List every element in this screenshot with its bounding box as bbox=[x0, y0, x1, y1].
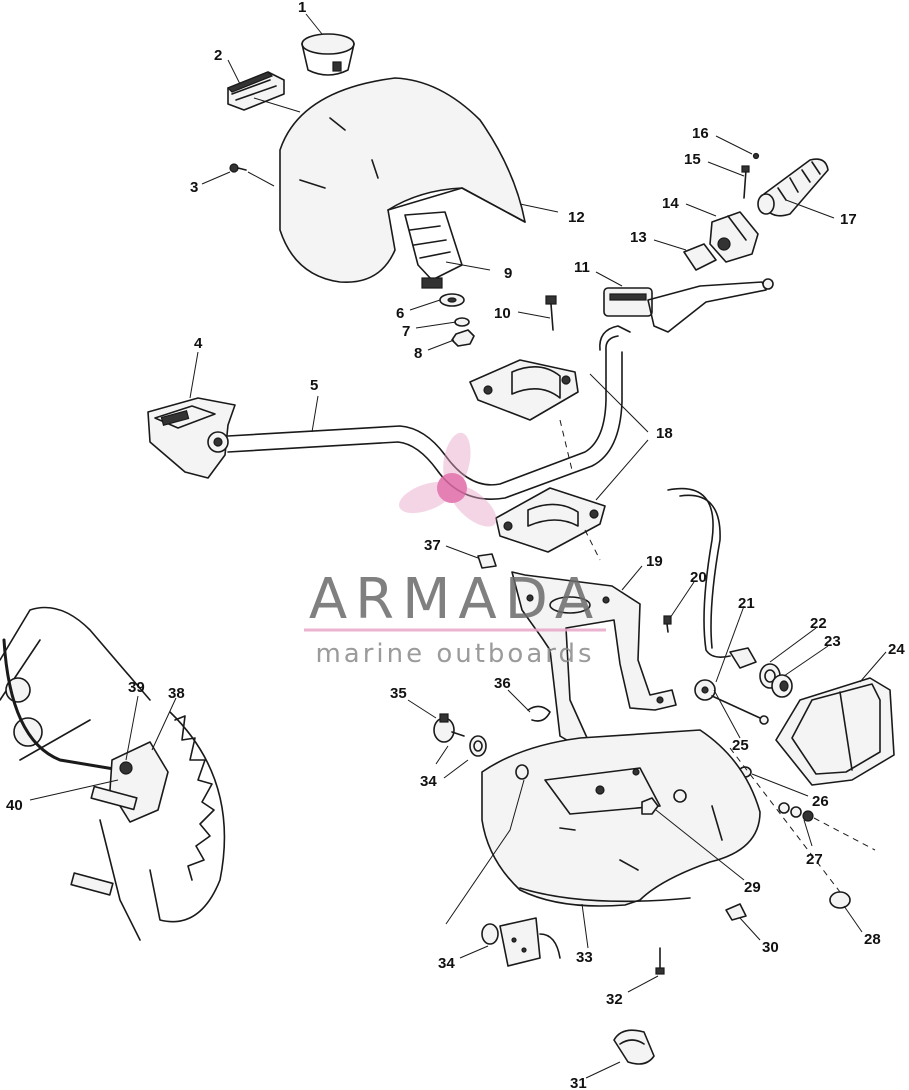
callout-27: 27 bbox=[806, 851, 823, 868]
leader-lines bbox=[29, 13, 887, 1079]
callout-21: 21 bbox=[738, 595, 755, 612]
armada-watermark: ARMADA marine outboards bbox=[304, 432, 606, 669]
callout-12: 12 bbox=[568, 209, 585, 226]
callout-9: 9 bbox=[504, 265, 512, 282]
part-3-screw bbox=[229, 163, 247, 173]
part-13-collar bbox=[683, 243, 717, 271]
callout-13: 13 bbox=[630, 229, 647, 246]
callout-32: 32 bbox=[606, 991, 623, 1008]
callout-24: 24 bbox=[888, 641, 905, 658]
callout-14: 14 bbox=[662, 195, 679, 212]
part-7-lockwasher bbox=[454, 317, 470, 327]
part-19-bracket bbox=[511, 571, 677, 749]
part-9-bracket bbox=[404, 211, 463, 289]
part-15-screw bbox=[741, 165, 750, 199]
part-35-switch bbox=[433, 713, 465, 743]
part-28-plug bbox=[829, 891, 851, 909]
inset-brake-assembly bbox=[0, 606, 226, 941]
part-25-adjuster bbox=[694, 679, 769, 725]
part-32-screw bbox=[655, 947, 665, 975]
callout-8: 8 bbox=[414, 345, 422, 362]
part-18-clamp-lower bbox=[495, 487, 606, 553]
part-10-bolt bbox=[545, 295, 557, 331]
callout-7: 7 bbox=[402, 323, 410, 340]
watermark-tagline: marine outboards bbox=[315, 639, 594, 669]
callout-40: 40 bbox=[6, 797, 23, 814]
part-18-clamp-upper bbox=[469, 359, 579, 421]
part-20-screw bbox=[663, 615, 672, 633]
part-24-headlight bbox=[775, 677, 895, 786]
callout-35: 35 bbox=[390, 685, 407, 702]
callout-20: 20 bbox=[690, 569, 707, 586]
part-11-brake-lever bbox=[603, 278, 774, 333]
propeller-icon bbox=[399, 432, 497, 527]
callout-labels: 1 2 3 4 5 6 7 8 9 10 11 12 13 14 15 16 1… bbox=[6, 0, 905, 1090]
callout-31: 31 bbox=[570, 1075, 587, 1090]
part-21-bulb-socket bbox=[729, 647, 757, 669]
part-4-switch-housing bbox=[147, 397, 236, 479]
watermark-name: ARMADA bbox=[309, 567, 601, 632]
part-17-grip bbox=[757, 158, 829, 217]
part-30-clip bbox=[725, 903, 747, 921]
part-5-handlebar bbox=[227, 325, 631, 500]
callout-6: 6 bbox=[396, 305, 404, 322]
callout-15: 15 bbox=[684, 151, 701, 168]
callout-19: 19 bbox=[646, 553, 663, 570]
callout-4: 4 bbox=[194, 335, 203, 352]
callout-34-upper: 34 bbox=[420, 773, 437, 790]
callout-26: 26 bbox=[812, 793, 829, 810]
callout-2: 2 bbox=[214, 47, 222, 64]
callout-28: 28 bbox=[864, 931, 881, 948]
callout-5: 5 bbox=[310, 377, 318, 394]
part-16-pin bbox=[752, 152, 760, 160]
callout-1: 1 bbox=[298, 0, 306, 16]
part-2-bracket bbox=[226, 71, 285, 111]
callout-36: 36 bbox=[494, 675, 511, 692]
callout-37: 37 bbox=[424, 537, 441, 554]
callout-38: 38 bbox=[168, 685, 185, 702]
part-37-clip bbox=[477, 553, 497, 569]
callout-39: 39 bbox=[128, 679, 145, 696]
part-1-cap bbox=[301, 33, 355, 76]
part-31-clamp bbox=[613, 1029, 655, 1065]
callout-23: 23 bbox=[824, 633, 841, 650]
callout-18: 18 bbox=[656, 425, 673, 442]
callout-17: 17 bbox=[840, 211, 857, 228]
callout-22: 22 bbox=[810, 615, 827, 632]
callout-3: 3 bbox=[190, 179, 198, 196]
part-29-nut bbox=[641, 797, 659, 815]
callout-29: 29 bbox=[744, 879, 761, 896]
callout-11: 11 bbox=[574, 259, 590, 276]
part-23-nut bbox=[771, 674, 793, 698]
callout-33: 33 bbox=[576, 949, 593, 966]
part-34-switch-assembly bbox=[481, 917, 561, 967]
part-14-throttle-housing bbox=[709, 211, 759, 263]
callout-16: 16 bbox=[692, 125, 709, 142]
callout-25: 25 bbox=[732, 737, 749, 754]
speedometer-cable bbox=[667, 487, 731, 658]
part-12-hood bbox=[279, 77, 526, 283]
part-34-grommet bbox=[469, 735, 487, 757]
part-27-bolt-assembly bbox=[778, 802, 876, 851]
part-6-washer bbox=[439, 293, 465, 307]
part-8-nut bbox=[451, 329, 475, 347]
part-36-clip bbox=[527, 705, 551, 722]
callout-34-lower: 34 bbox=[438, 955, 455, 972]
part-33-fender bbox=[481, 729, 761, 907]
callout-30: 30 bbox=[762, 939, 779, 956]
callout-10: 10 bbox=[494, 305, 511, 322]
